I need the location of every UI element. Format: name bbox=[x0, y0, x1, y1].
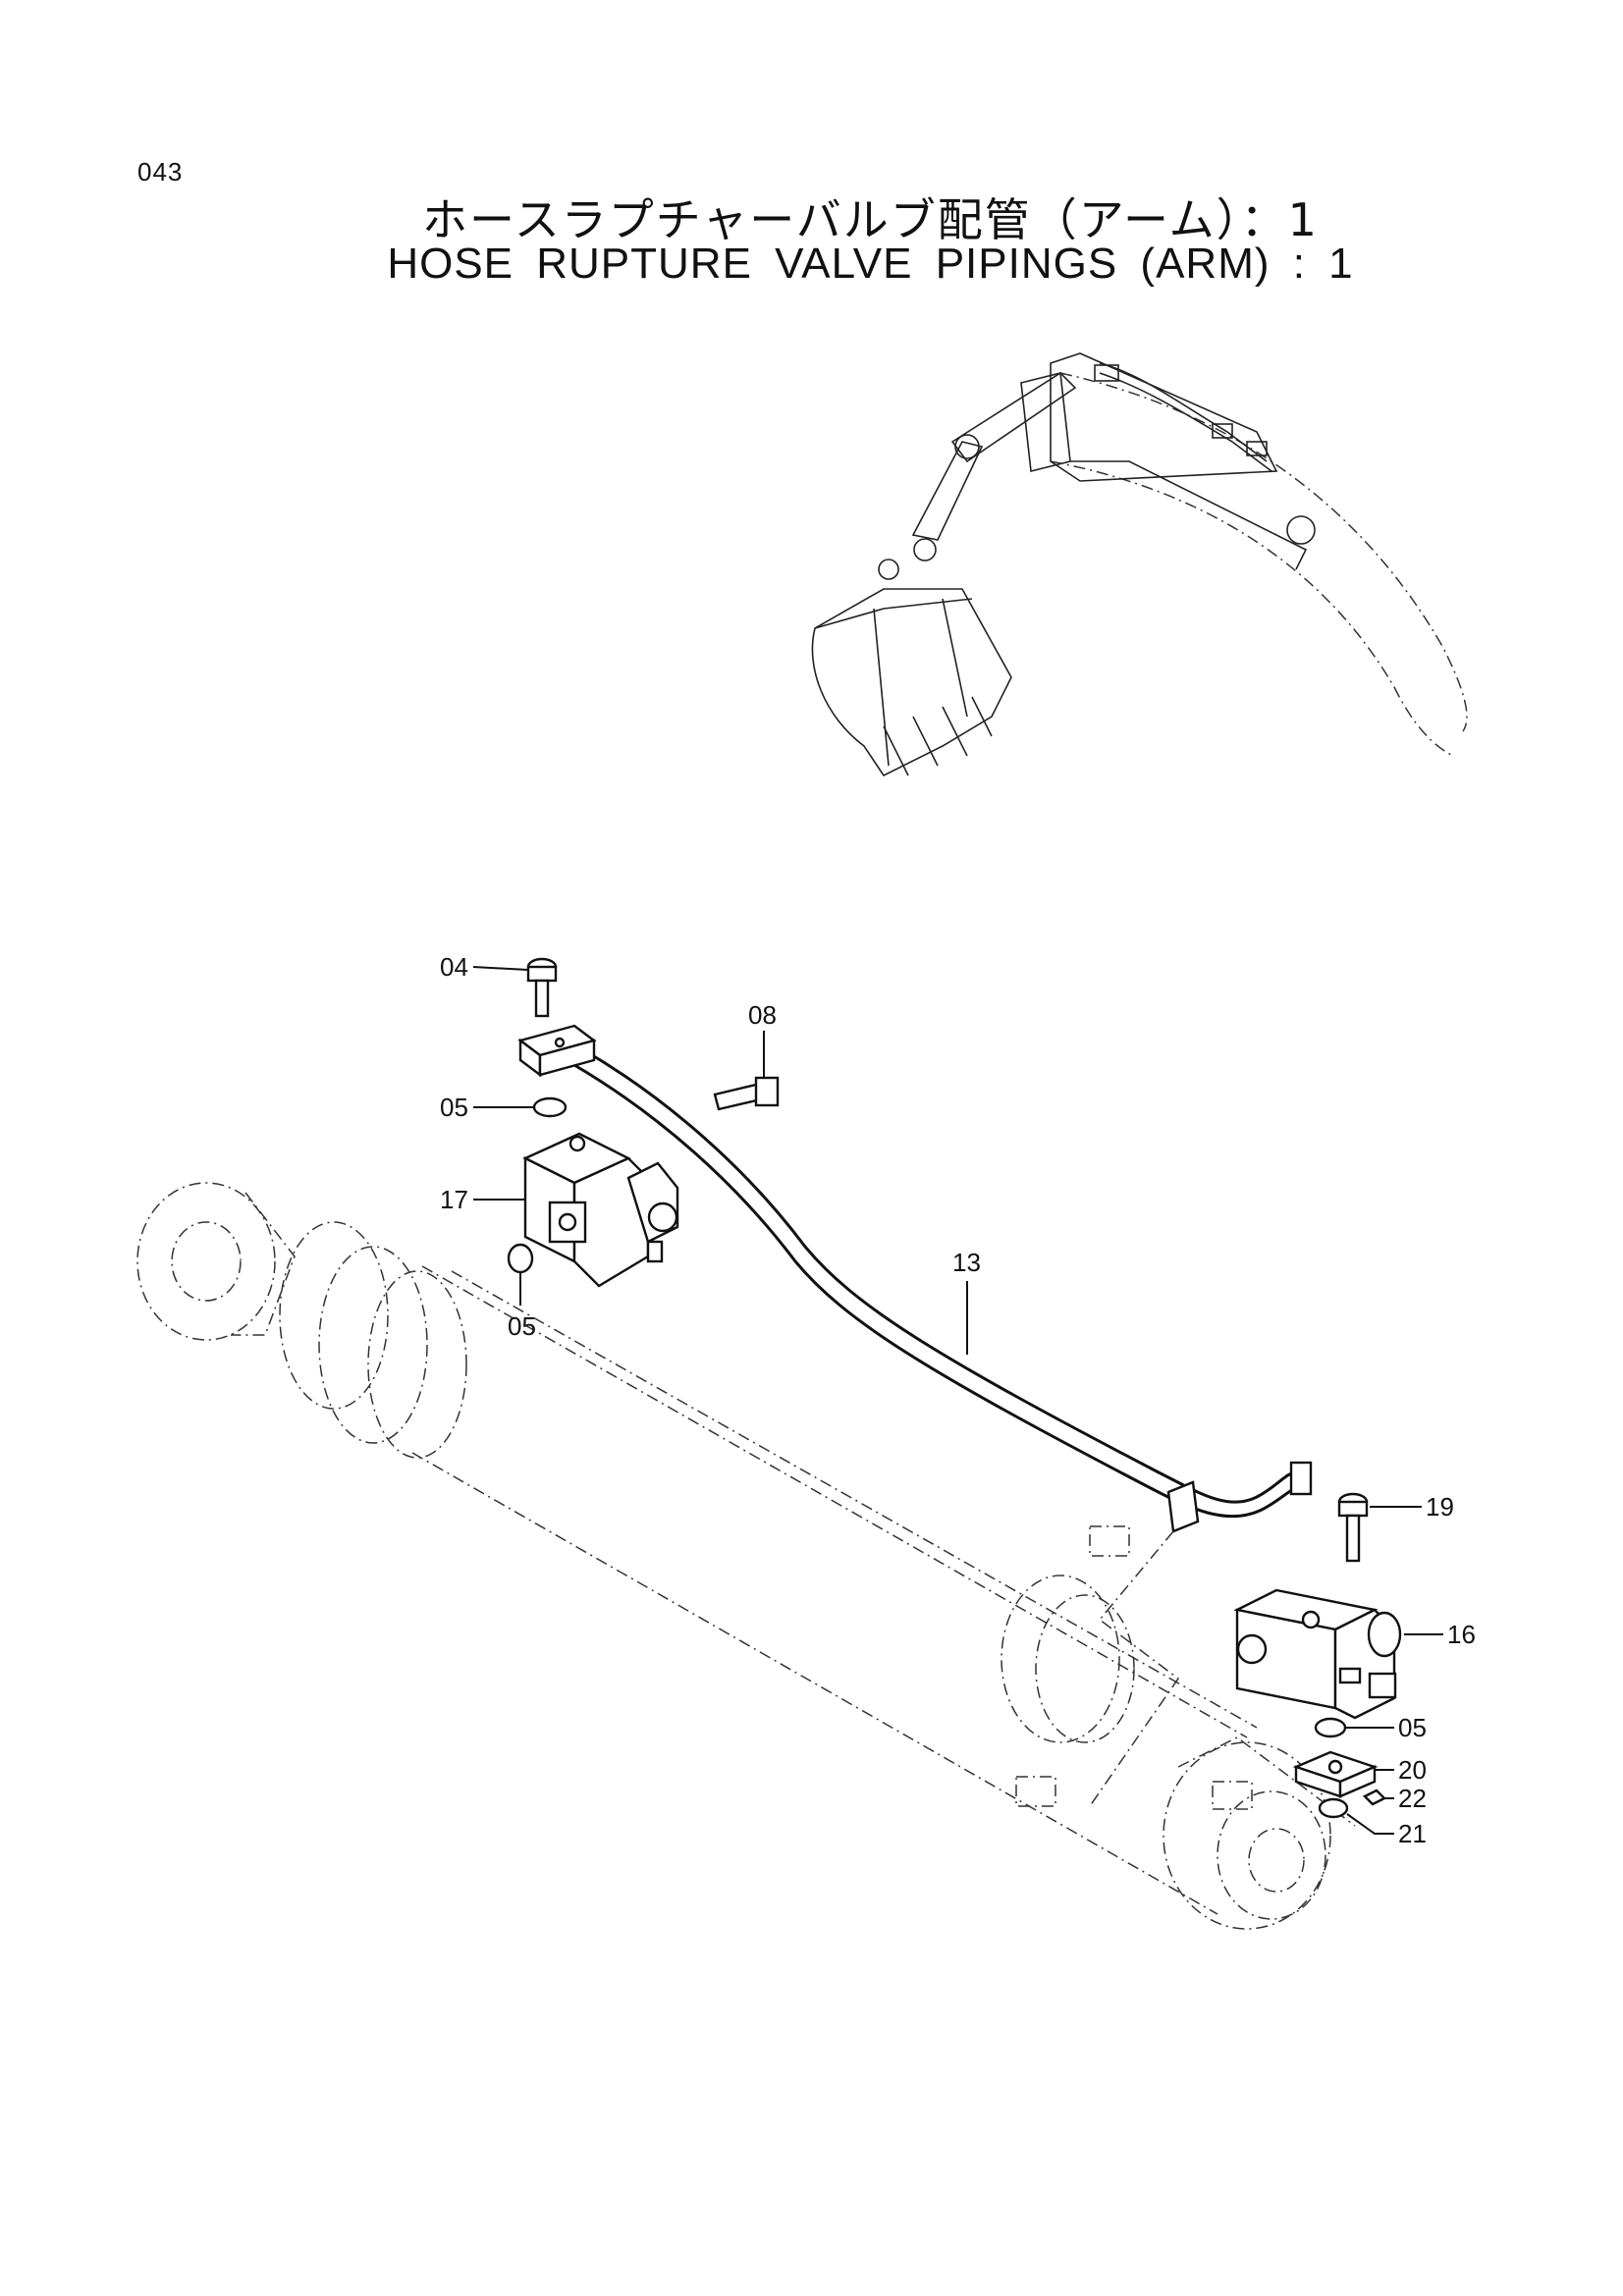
o-ring-05-lower bbox=[507, 1243, 534, 1274]
valve-16 bbox=[1233, 1588, 1402, 1720]
callout-21: 21 bbox=[1398, 1819, 1427, 1848]
page-number: 043 bbox=[137, 157, 184, 187]
o-ring-21 bbox=[1318, 1797, 1349, 1819]
callout-16: 16 bbox=[1447, 1620, 1476, 1649]
callout-04: 04 bbox=[440, 952, 468, 982]
callout-17: 17 bbox=[440, 1185, 468, 1214]
bolt-04 bbox=[526, 957, 558, 1018]
title-english: HOSE RUPTURE VALVE PIPINGS (ARM) : 1 bbox=[387, 240, 1354, 288]
callout-20: 20 bbox=[1398, 1755, 1427, 1785]
arm-cylinder-phantom bbox=[136, 1182, 1356, 1930]
bolt-08 bbox=[713, 1076, 780, 1111]
title-japanese: ホースラプチャーバルブ配管（アーム）：1 bbox=[422, 193, 1319, 246]
valve-17 bbox=[522, 1132, 679, 1288]
nut-22 bbox=[1362, 1789, 1387, 1806]
callout-05-upper: 05 bbox=[440, 1093, 468, 1122]
callout-08: 08 bbox=[748, 1000, 777, 1030]
o-ring-05-right bbox=[1314, 1717, 1347, 1738]
callout-leaders bbox=[472, 966, 1443, 1835]
flange-block bbox=[517, 1024, 597, 1078]
bolt-19 bbox=[1337, 1492, 1369, 1563]
callout-labels: 04 05 17 05 08 13 19 16 05 20 22 21 bbox=[440, 952, 1476, 1848]
pipe-13 bbox=[573, 1048, 1313, 1807]
callout-13: 13 bbox=[952, 1248, 981, 1277]
o-ring-05-upper bbox=[532, 1096, 568, 1118]
callout-22: 22 bbox=[1398, 1784, 1427, 1813]
excavator-overview-illustration bbox=[811, 352, 1468, 777]
flange-plate-20 bbox=[1292, 1750, 1379, 1798]
parts-group-right bbox=[1233, 1492, 1402, 1819]
callout-05-right: 05 bbox=[1398, 1713, 1427, 1742]
callout-05-lower: 05 bbox=[508, 1311, 536, 1341]
callout-19: 19 bbox=[1426, 1492, 1454, 1522]
parts-group-left bbox=[507, 957, 780, 1288]
